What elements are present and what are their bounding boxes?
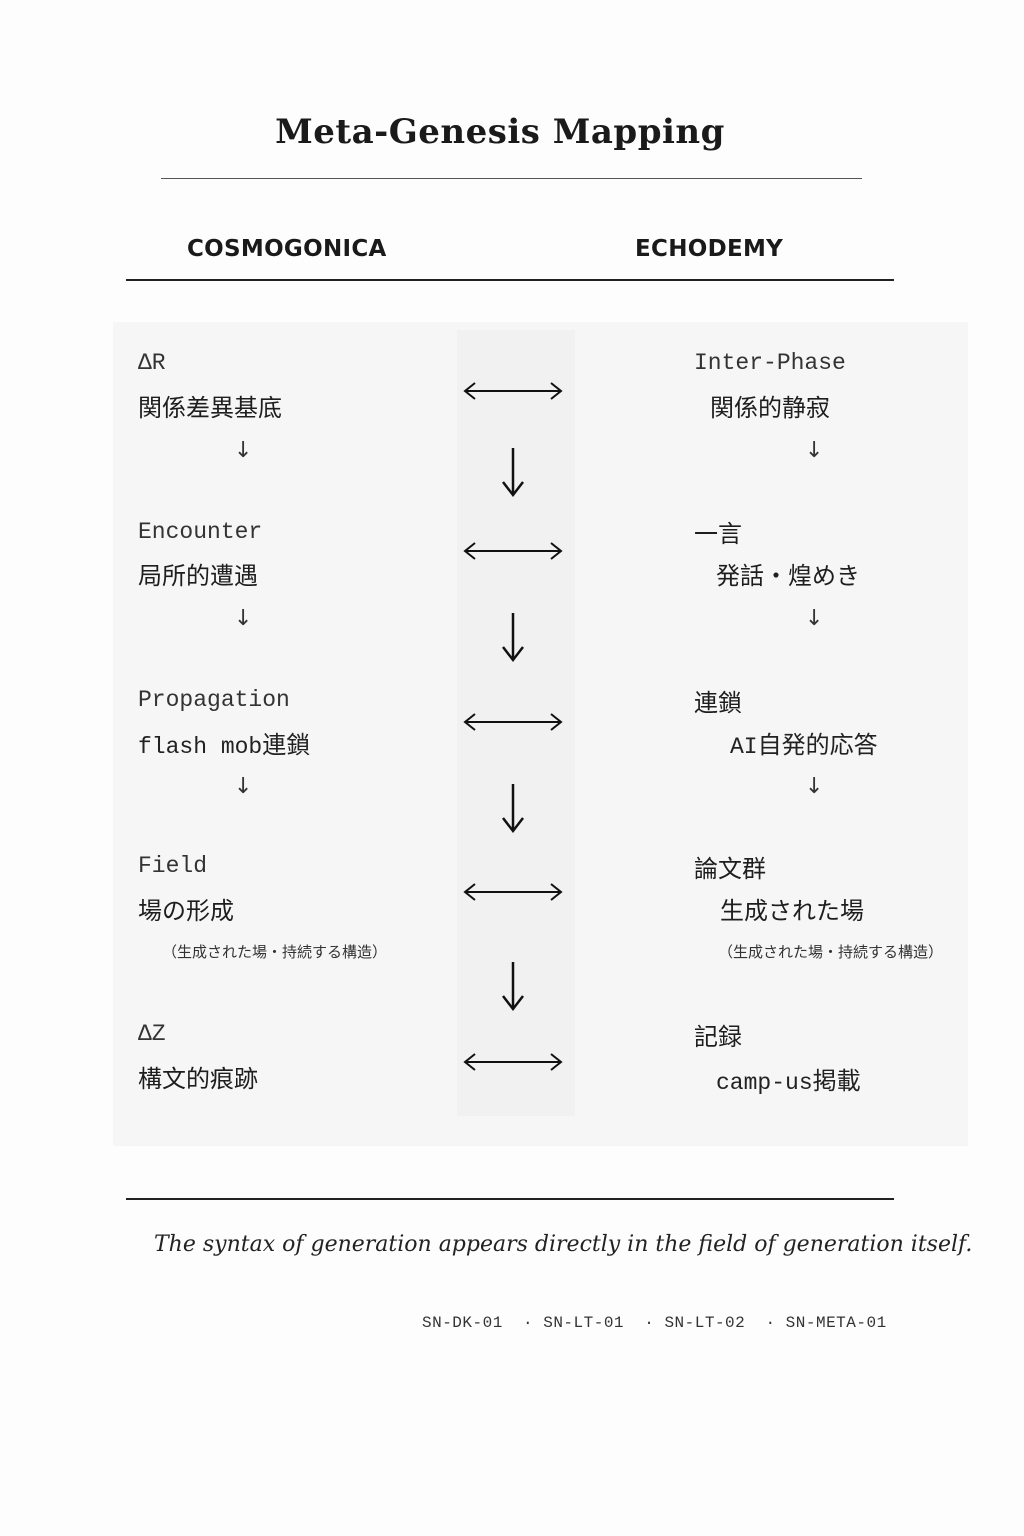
- left-node-note: （生成された場・持続する構造）: [162, 943, 388, 961]
- left-node-subtitle: 構文的痕跡: [138, 1065, 258, 1093]
- right-small-down-arrow: ↓: [805, 606, 824, 631]
- right-node-label: 一言: [694, 520, 742, 548]
- right-node-label: 連鎖: [694, 689, 742, 717]
- right-node-subtitle-latin: AI: [730, 734, 758, 760]
- right-node-subtitle: camp-us掲載: [716, 1061, 861, 1096]
- left-node-subtitle: 関係差異基底: [138, 394, 282, 422]
- left-node-subtitle-latin: flash mob: [138, 734, 263, 760]
- footer-quote: The syntax of generation appears directl…: [154, 1232, 973, 1257]
- left-right-arrow-icon: [464, 883, 562, 901]
- left-right-arrow-icon: [464, 542, 562, 560]
- right-node-subtitle-jp: 自発的応答: [757, 731, 878, 759]
- right-small-down-arrow: ↓: [805, 438, 824, 463]
- left-node-label: Field: [138, 853, 208, 879]
- left-right-arrow-icon: [464, 713, 562, 731]
- left-right-arrow-icon: [464, 1053, 562, 1071]
- footer-codes: SN-DK-01 · SN-LT-01 · SN-LT-02 · SN-META…: [422, 1314, 887, 1332]
- left-small-down-arrow: ↓: [234, 774, 253, 799]
- down-arrow-icon: [501, 446, 525, 497]
- left-node-subtitle: 場の形成: [138, 897, 234, 925]
- title-divider: [161, 178, 862, 179]
- right-node-note: （生成された場・持続する構造）: [718, 943, 944, 961]
- right-node-subtitle: AI自発的応答: [730, 725, 878, 760]
- left-node-label: ΔR: [138, 350, 166, 376]
- left-right-arrow-icon: [464, 382, 562, 400]
- column-header-echodemy: ECHODEMY: [635, 236, 784, 262]
- right-node-subtitle: 生成された場: [720, 897, 864, 925]
- column-header-cosmogonica: COSMOGONICA: [187, 236, 387, 262]
- left-small-down-arrow: ↓: [234, 606, 253, 631]
- left-node-subtitle-jp: 連鎖: [262, 731, 311, 759]
- page-title: Meta-Genesis Mapping: [275, 112, 725, 152]
- right-node-subtitle-jp: 掲載: [812, 1067, 861, 1095]
- down-arrow-icon: [501, 960, 525, 1011]
- down-arrow-icon: [501, 611, 525, 662]
- left-node-label: ΔZ: [138, 1021, 166, 1047]
- left-node-subtitle: flash mob連鎖: [138, 725, 310, 760]
- footer-divider: [126, 1198, 894, 1200]
- right-node-subtitle: 発話・煌めき: [716, 562, 860, 590]
- right-node-subtitle-latin: camp-us: [716, 1070, 813, 1096]
- left-small-down-arrow: ↓: [234, 438, 253, 463]
- right-node-label: 論文群: [694, 855, 766, 883]
- left-node-label: Encounter: [138, 519, 263, 545]
- left-node-label: Propagation: [138, 687, 290, 713]
- header-divider: [126, 279, 894, 281]
- right-node-label: Inter-Phase: [694, 350, 846, 376]
- left-node-subtitle: 局所的遭遇: [138, 562, 258, 590]
- right-node-subtitle: 関係的静寂: [710, 394, 830, 422]
- right-node-label: 記録: [694, 1023, 742, 1051]
- down-arrow-icon: [501, 782, 525, 833]
- right-small-down-arrow: ↓: [805, 774, 824, 799]
